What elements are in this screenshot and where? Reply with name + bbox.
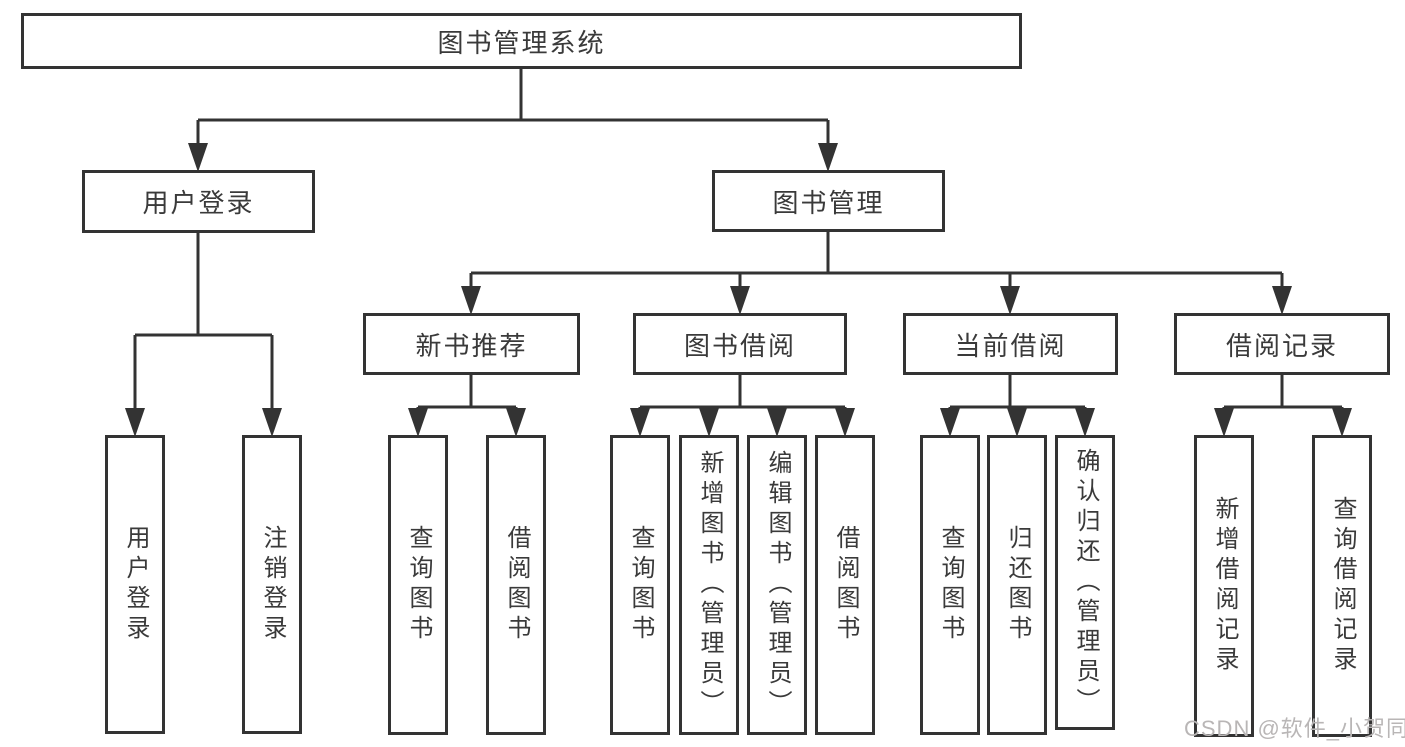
node-book-borrow: 图书借阅	[633, 313, 847, 375]
leaf-query-book-current: 查询图书	[920, 435, 980, 735]
leaf-logout: 注销登录	[242, 435, 302, 734]
csdn-watermark: CSDN @软件_小贺同学	[1184, 716, 1405, 741]
leaf-query-borrow-record: 查询借阅记录	[1312, 435, 1372, 737]
connector-root-stem	[196, 69, 830, 152]
leaf-add-book-admin: 新增图书（管理员）	[679, 435, 739, 735]
connector-book-mgmt-stem	[469, 232, 1284, 295]
leaf-user-login: 用户登录	[105, 435, 165, 734]
connector-borrow-record-stem	[1222, 375, 1344, 417]
node-new-book-rec: 新书推荐	[363, 313, 580, 375]
node-current-borrow: 当前借阅	[903, 313, 1118, 375]
node-user-login-branch: 用户登录	[82, 170, 315, 233]
connector-user-login-stem	[133, 233, 274, 417]
leaf-query-book-borrow: 查询图书	[610, 435, 670, 735]
leaf-edit-book-admin: 编辑图书（管理员）	[747, 435, 807, 735]
leaf-borrow-book-borrow: 借阅图书	[815, 435, 875, 735]
node-borrow-record: 借阅记录	[1174, 313, 1390, 375]
leaf-confirm-return-admin: 确认归还（管理员）	[1055, 435, 1115, 730]
arrowheads	[125, 143, 1352, 437]
leaf-borrow-book-rec: 借阅图书	[486, 435, 546, 735]
node-root-library-system: 图书管理系统	[21, 13, 1022, 69]
connector-new-book-rec-stem	[416, 375, 518, 417]
leaf-return-book: 归还图书	[987, 435, 1047, 735]
leaf-query-book-rec: 查询图书	[388, 435, 448, 735]
connector-book-borrow-stem	[638, 375, 847, 417]
node-book-mgmt-branch: 图书管理	[712, 170, 945, 232]
leaf-add-borrow-record: 新增借阅记录	[1194, 435, 1254, 737]
